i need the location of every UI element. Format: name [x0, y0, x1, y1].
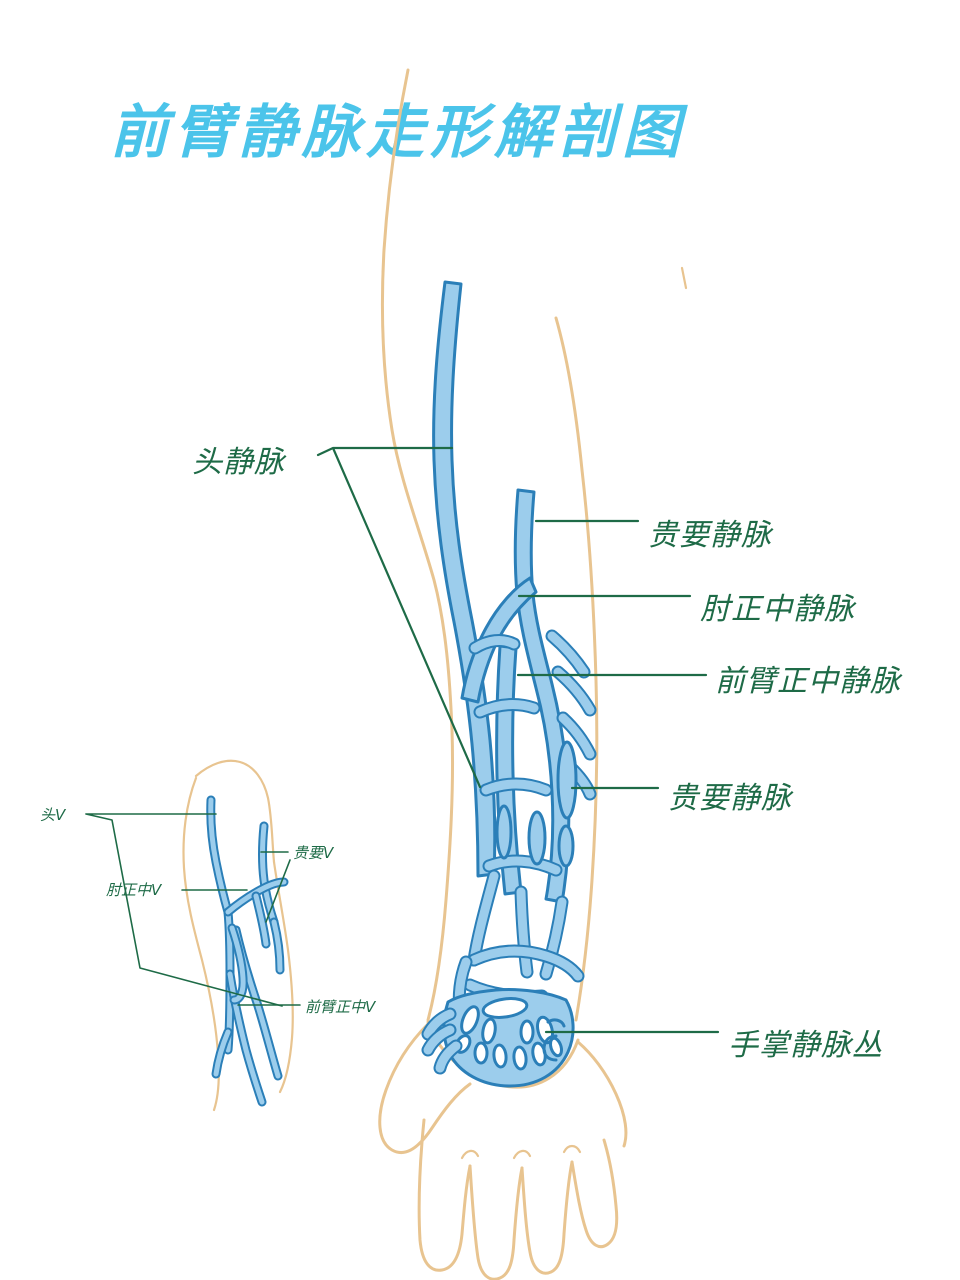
label-basilic-vein-lower: 贵要静脉 — [668, 781, 794, 816]
label-inset-cephalic-vein: 头V — [40, 806, 67, 824]
vein-palmar-plexus — [421, 988, 575, 1088]
main-arm-vein-network — [421, 280, 597, 1088]
leader-inset-cephalic — [85, 813, 283, 1007]
label-inset-basilic-vein: 贵要V — [293, 844, 335, 862]
inset-diagram-leader-lines — [85, 813, 301, 1007]
page-title: 前臂静脉走形解剖图 — [110, 98, 688, 166]
main-diagram-leader-lines — [316, 446, 720, 1034]
label-cephalic-vein: 头静脉 — [192, 445, 287, 480]
main-arm-skin-outline — [378, 68, 688, 1280]
inset-diagram-labels: 头V 肘正中V 贵要V 前臂正中V — [40, 806, 377, 1016]
leader-cephalic-vein — [316, 446, 482, 789]
main-diagram-labels: 头静脉 贵要静脉 肘正中静脉 前臂正中静脉 贵要静脉 手掌静脉丛 — [192, 445, 903, 1063]
label-inset-median-cubital-vein: 肘正中V — [106, 881, 163, 899]
inset-arm-vein-network — [206, 795, 289, 1107]
vein-median-cubital — [460, 576, 538, 704]
label-median-cubital-vein: 肘正中静脉 — [700, 592, 857, 627]
vein-cephalic — [432, 280, 497, 878]
vein-islands — [495, 740, 578, 868]
label-median-antebrachial-vein: 前臂正中静脉 — [715, 664, 903, 699]
label-palmar-venous-plexus: 手掌静脉丛 — [728, 1028, 883, 1063]
vein-anastomoses — [468, 634, 563, 877]
label-basilic-vein-upper: 贵要静脉 — [648, 518, 774, 553]
label-inset-median-antebrachial-vein: 前臂正中V — [305, 998, 377, 1016]
leader-inset-basilic — [260, 851, 291, 923]
